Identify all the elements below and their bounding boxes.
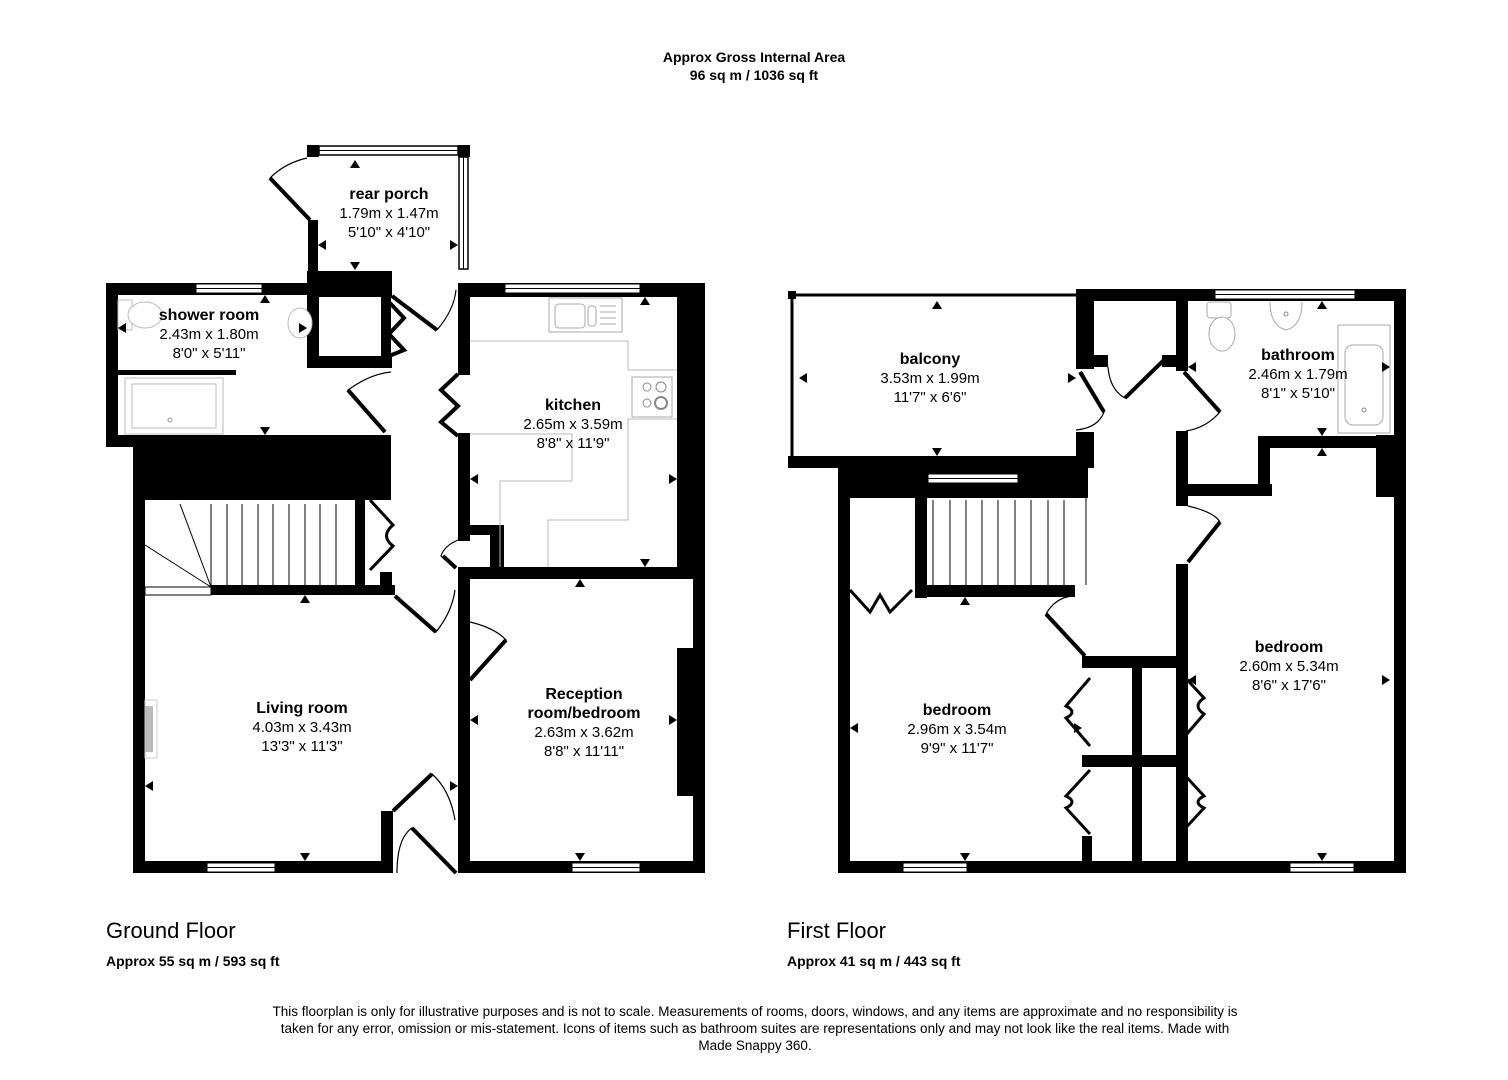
ground-floor-area: Approx 55 sq m / 593 sq ft — [106, 953, 280, 969]
room-label-shower-room: shower room 2.43m x 1.80m 8'0" x 5'11" — [158, 307, 260, 362]
room-label-reception-room: Reception room/bedroom 2.63m x 3.62m 8'8… — [527, 686, 641, 760]
gross-area-title: Approx Gross Internal Area — [662, 49, 846, 65]
ground-floor-plan — [106, 145, 705, 875]
dimension-arrows-first — [799, 301, 1390, 861]
room-label-balcony: balcony 3.53m x 1.99m 11'7" x 6'6" — [880, 351, 980, 406]
first-floor-stairs — [848, 498, 1087, 658]
ground-stairs — [133, 445, 456, 873]
room-label-bedroom-right: bedroom 2.60m x 5.34m 8'6" x 17'6" — [1239, 639, 1339, 694]
hall-doors — [346, 289, 461, 438]
room-label-bathroom: bathroom 2.46m x 1.79m 8'1" x 5'10" — [1248, 347, 1348, 402]
first-floor-area: Approx 41 sq m / 443 sq ft — [787, 953, 961, 969]
room-label-rear-porch: rear porch 1.79m x 1.47m 5'10" x 4'10" — [339, 186, 439, 241]
gross-area-header: Approx Gross Internal Area 96 sq m / 103… — [0, 48, 1508, 84]
ground-floor-title: Ground Floor — [106, 918, 236, 943]
dimension-arrows-ground — [118, 160, 677, 861]
first-floor-title: First Floor — [787, 918, 886, 943]
room-label-kitchen: kitchen 2.65m x 3.59m 8'8" x 11'9" — [523, 397, 623, 452]
gross-area-value: 96 sq m / 1036 sq ft — [689, 67, 819, 83]
balcony-walls — [788, 289, 1106, 498]
first-floor-plan — [788, 289, 1406, 873]
kitchen-walls — [440, 283, 705, 579]
landing-bathroom-walls — [1076, 289, 1406, 873]
room-label-living-room: Living room 4.03m x 3.43m 13'3" x 11'3" — [252, 700, 352, 755]
bedrooms-walls — [838, 460, 1406, 873]
room-label-bedroom-left: bedroom 2.96m x 3.54m 9'9" x 11'7" — [907, 702, 1007, 757]
rear-porch-walls — [268, 145, 470, 297]
shower-room-walls — [106, 271, 392, 447]
living-reception-walls — [133, 579, 705, 875]
disclaimer-text: This floorplan is only for illustrative … — [272, 1004, 1238, 1053]
